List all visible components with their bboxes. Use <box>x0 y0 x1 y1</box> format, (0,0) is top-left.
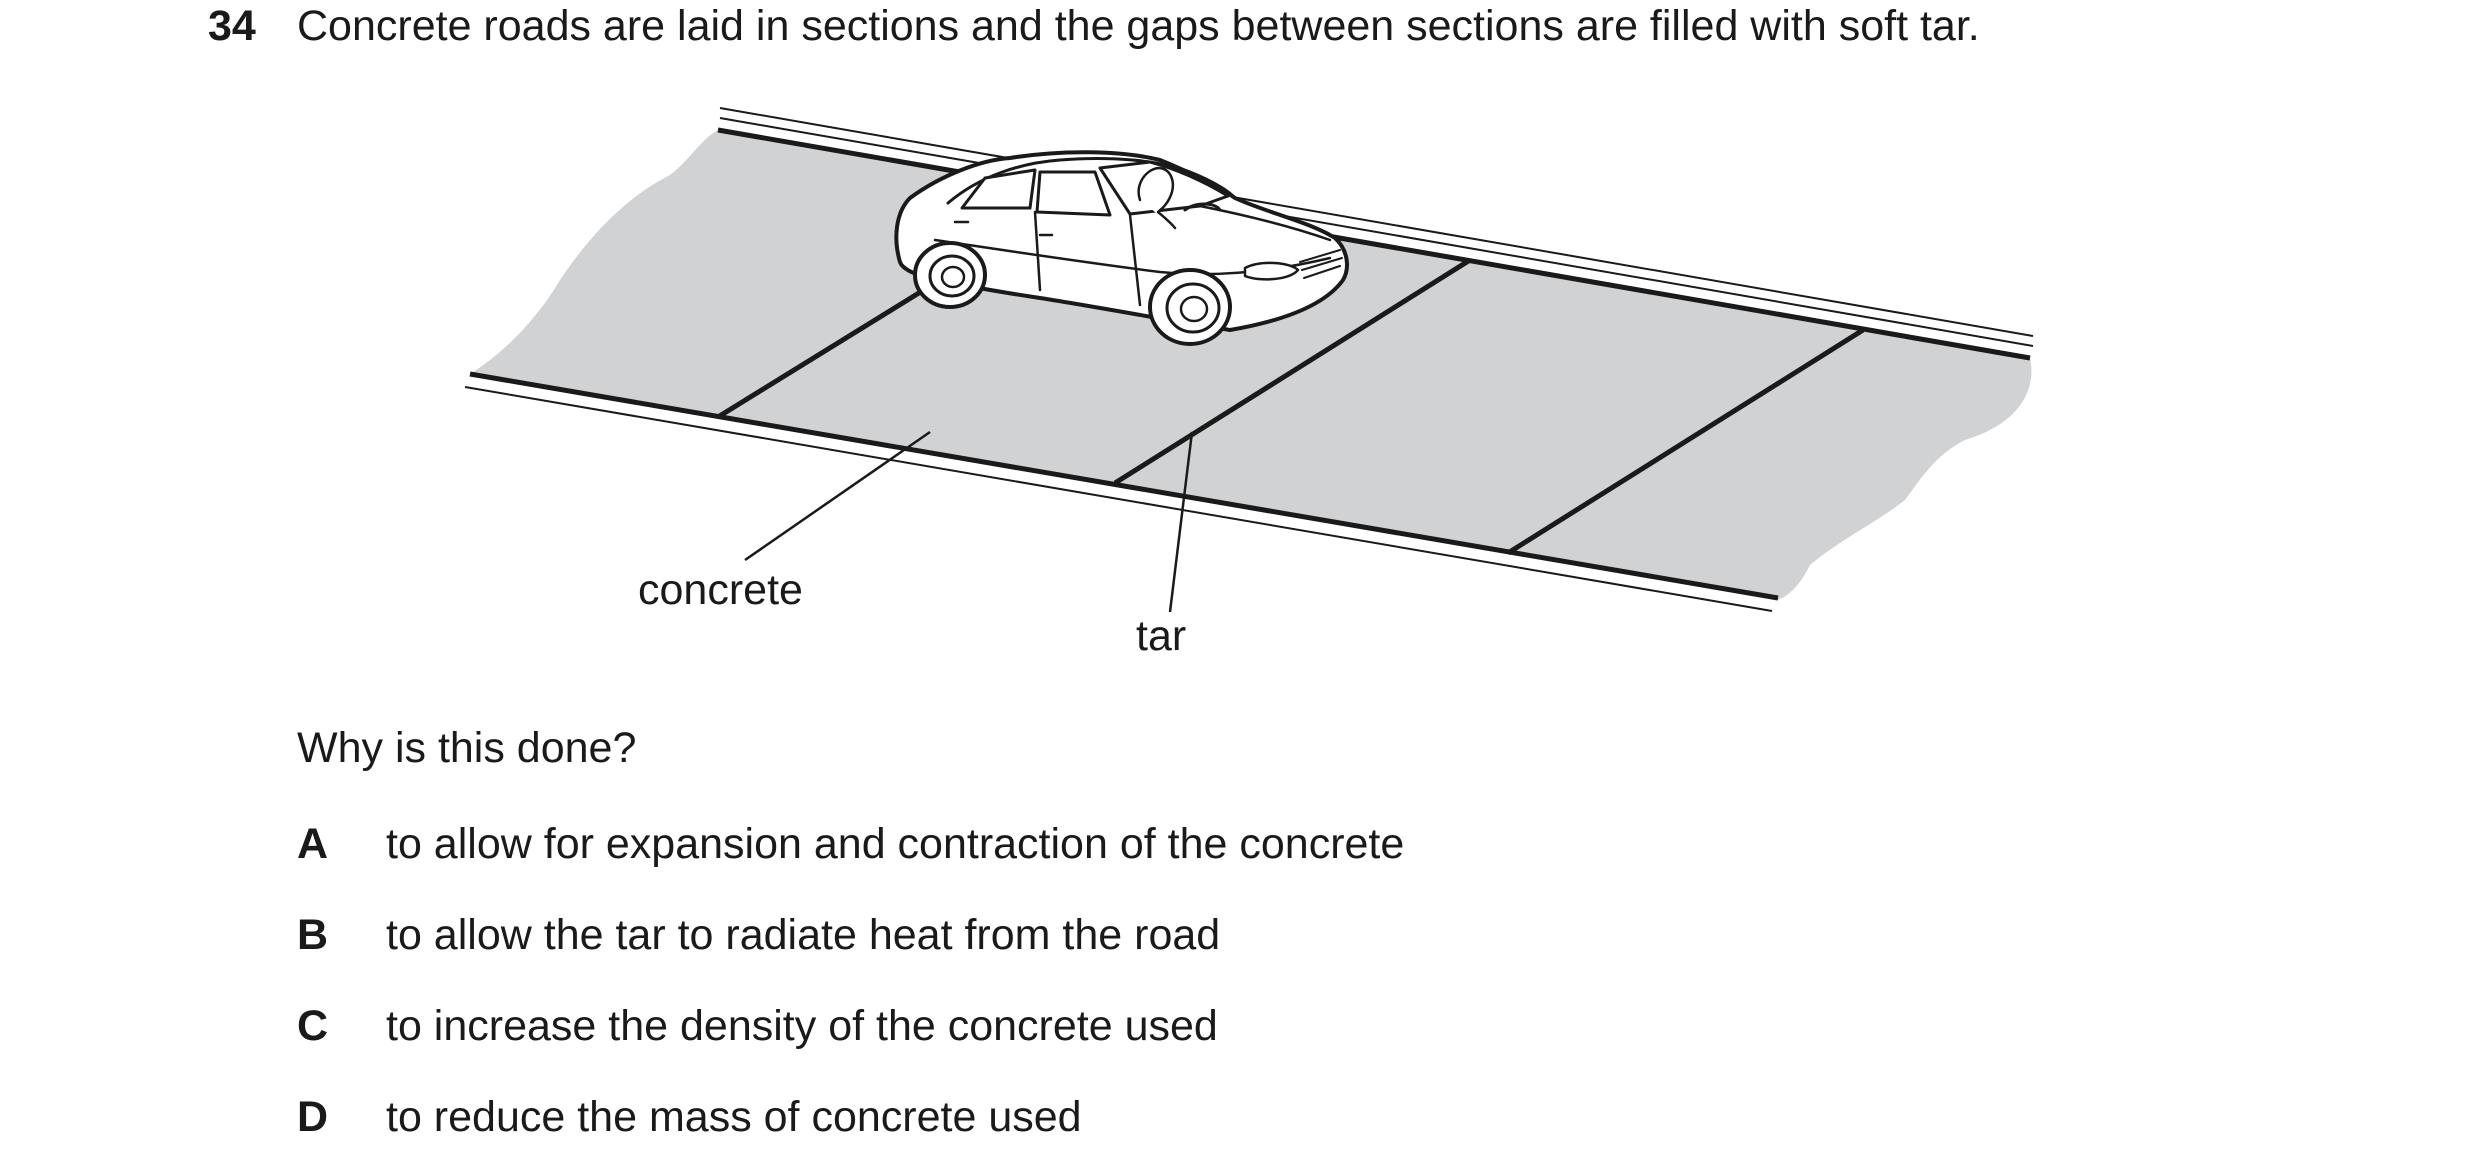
option-text: to allow for expansion and contraction o… <box>386 819 1405 868</box>
option-text: to increase the density of the concrete … <box>386 1001 1218 1050</box>
tar-joint-3 <box>1506 327 1865 556</box>
option-c[interactable]: C to increase the density of the concret… <box>297 998 1218 1054</box>
option-b[interactable]: B to allow the tar to radiate heat from … <box>297 907 1220 963</box>
road-diagram: concrete tar <box>464 107 2034 660</box>
near-edge-outer <box>464 386 1773 612</box>
car-grille <box>1299 249 1343 279</box>
far-edge-outer <box>719 107 2034 337</box>
option-letter: D <box>297 1092 329 1141</box>
tar-joint-2 <box>1113 257 1472 486</box>
label-tar: tar <box>1136 612 1186 660</box>
car-door-handle <box>953 220 1054 237</box>
question-number: 34 <box>208 2 256 50</box>
tar-joint-1 <box>716 280 937 420</box>
near-edge-inner <box>469 371 1779 601</box>
car-driver <box>1137 166 1177 230</box>
far-edge-inner <box>717 127 2031 361</box>
label-concrete: concrete <box>638 566 803 614</box>
question-prompt: Why is this done? <box>297 724 637 772</box>
car-window-rear <box>960 168 1037 210</box>
car-illustration <box>894 150 1349 346</box>
car-hood <box>1198 204 1332 242</box>
option-letter: C <box>297 1001 329 1050</box>
option-d[interactable]: D to reduce the mass of concrete used <box>297 1089 1082 1145</box>
car-mirror <box>1183 202 1222 212</box>
question-stem: Concrete roads are laid in sections and … <box>297 2 1980 50</box>
car-front-wheel <box>1148 268 1232 346</box>
car-headlight <box>1243 261 1300 281</box>
car-rear-wheel <box>913 241 987 309</box>
far-edge-outer-2 <box>719 117 2034 347</box>
option-text: to allow the tar to radiate heat from th… <box>386 910 1221 959</box>
option-letter: A <box>297 819 329 868</box>
road-surface <box>470 130 2032 600</box>
leader-line-tar <box>1168 431 1194 613</box>
option-letter: B <box>297 910 329 959</box>
option-a[interactable]: A to allow for expansion and contraction… <box>297 816 1404 872</box>
option-text: to reduce the mass of concrete used <box>386 1092 1082 1141</box>
car-door-line <box>1033 210 1142 307</box>
leader-line-concrete <box>744 430 931 562</box>
car-window-front <box>1035 170 1112 217</box>
